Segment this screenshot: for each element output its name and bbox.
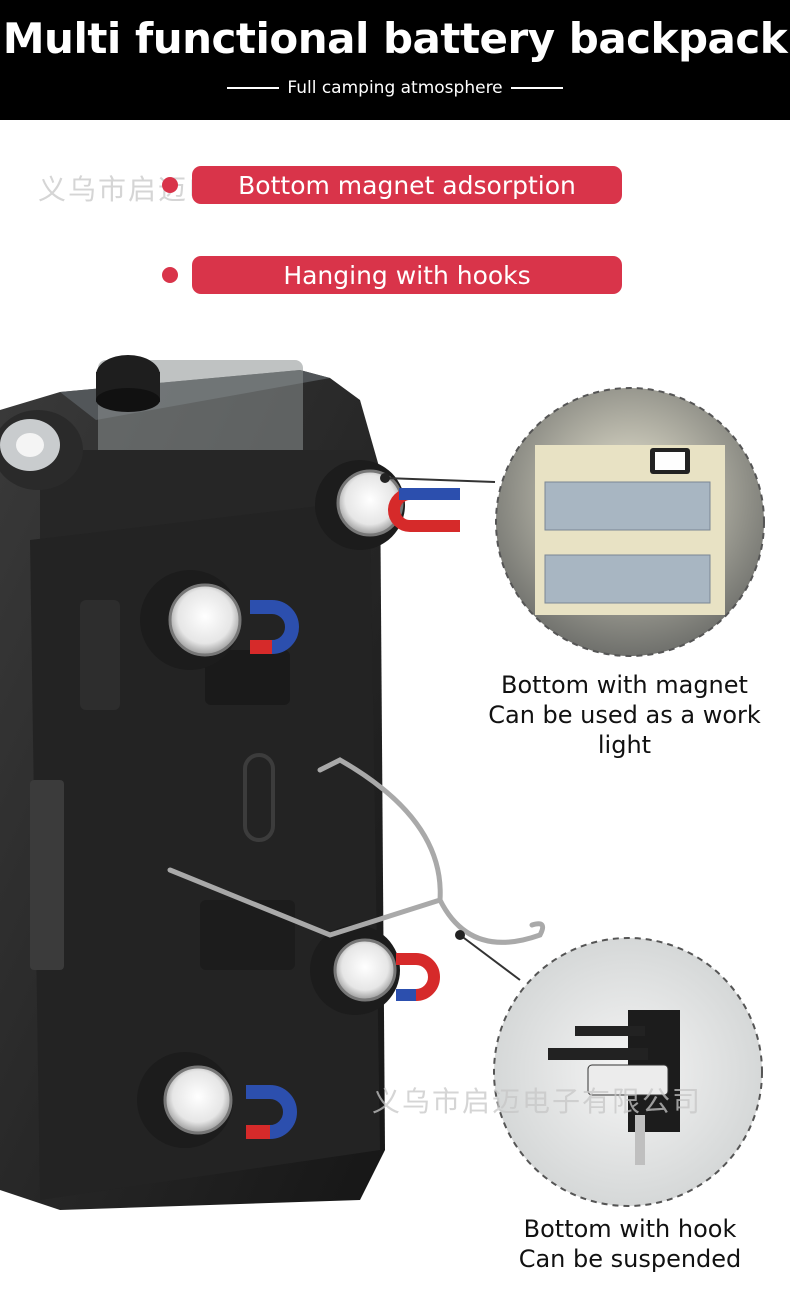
- caption-magnet: Bottom with magnet Can be used as a work…: [462, 670, 787, 760]
- inset-work-light: [495, 387, 765, 657]
- battery-body: [0, 355, 385, 1210]
- feature-label: Hanging with hooks: [192, 256, 622, 294]
- bullet-dot: [162, 267, 178, 283]
- header-banner: Multi functional battery backpack Full c…: [0, 0, 790, 120]
- magnet-disc: [310, 925, 400, 1015]
- divider-right: [510, 87, 563, 89]
- divider-left: [227, 87, 280, 89]
- magnet-disc: [315, 460, 405, 550]
- horseshoe-magnet-icon: [246, 1085, 297, 1139]
- magnet-disc: [137, 1052, 233, 1148]
- page-title: Multi functional battery backpack: [2, 14, 788, 63]
- feature-label: Bottom magnet adsorption: [192, 166, 622, 204]
- subtitle-row: Full camping atmosphere: [0, 78, 790, 98]
- magnet-disc: [140, 570, 242, 670]
- caption-magnet-title: Bottom with magnet: [501, 671, 748, 699]
- caption-hook: Bottom with hook Can be suspended: [500, 1214, 760, 1274]
- bullet-dot: [162, 177, 178, 193]
- caption-hook-desc: Can be suspended: [518, 1245, 742, 1273]
- horseshoe-magnet-icon: [396, 953, 440, 1001]
- hook-wire: [167, 757, 546, 945]
- caption-magnet-desc: Can be used as a work light: [488, 701, 761, 759]
- page-subtitle: Full camping atmosphere: [287, 78, 503, 98]
- horseshoe-magnet-icon: [250, 600, 299, 654]
- caption-hook-title: Bottom with hook: [523, 1215, 737, 1243]
- feature-hooks: Hanging with hooks: [162, 256, 622, 294]
- feature-magnet: Bottom magnet adsorption: [162, 166, 622, 204]
- inset-hook-hanging: [493, 937, 763, 1207]
- product-illustration: [0, 355, 765, 1210]
- horseshoe-magnet-icon: [388, 488, 460, 532]
- watermark-bottom: 义乌市启迈电子有限公司: [372, 1085, 703, 1118]
